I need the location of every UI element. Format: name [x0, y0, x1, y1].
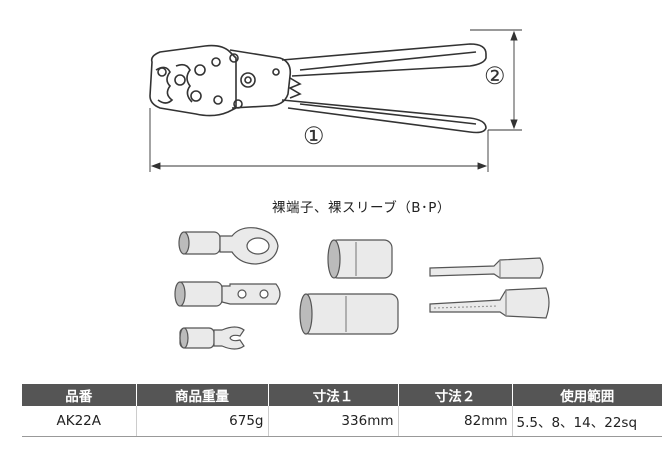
terminal-illustrations: [174, 227, 550, 350]
double-hole-terminal-icon: [174, 281, 281, 307]
header-weight: 商品重量: [136, 384, 269, 406]
dimension-1-line: [149, 108, 489, 172]
spec-table: 品番 商品重量 寸法１ 寸法２ 使用範囲 AK22A 675g 336mm 82…: [22, 384, 662, 437]
terminals-caption: 裸端子、裸スリーブ（B･P）: [272, 200, 451, 216]
fork-terminal-icon: [179, 326, 245, 350]
table-row: AK22A 675g 336mm 82mm 5.5、8、14、22sq: [22, 406, 662, 437]
dimension-2-line: [470, 29, 522, 131]
cell-dimension-2: 82mm: [398, 406, 513, 437]
crimp-tool-icon: [149, 43, 487, 134]
header-usage-range: 使用範囲: [512, 384, 662, 406]
dimension-2-label: ②: [484, 62, 506, 90]
header-part-number: 品番: [22, 384, 137, 406]
cell-weight: 675g: [136, 406, 269, 437]
dimension-1-label: ①: [303, 122, 325, 150]
short-sleeve-icon: [327, 239, 393, 279]
cell-part-number: AK22A: [22, 406, 137, 437]
spec-table-header-row: 品番 商品重量 寸法１ 寸法２ 使用範囲: [22, 384, 662, 406]
ring-terminal-icon: [178, 227, 279, 265]
blade-terminal-icon: [429, 287, 550, 319]
cell-dimension-1: 336mm: [268, 406, 399, 437]
pin-terminal-icon: [429, 257, 544, 279]
cell-usage-range: 5.5、8、14、22sq: [512, 406, 662, 437]
header-dimension-2: 寸法２: [398, 384, 513, 406]
header-dimension-1: 寸法１: [268, 384, 399, 406]
crimping-tool-drawing: [149, 29, 550, 350]
product-figure: ① ② 裸端子、裸スリーブ（B･P）: [149, 29, 550, 350]
long-sleeve-icon: [299, 293, 399, 335]
